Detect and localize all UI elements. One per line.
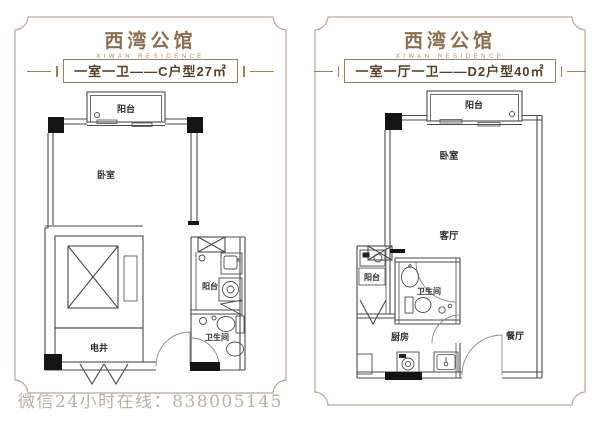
room-label-utility-shaft: 电井: [90, 342, 108, 353]
shower-icon: [438, 306, 446, 314]
brand-subtitle: XIWAN RESIDENCE: [96, 54, 205, 60]
room-label-kitchen: 厨房: [391, 331, 409, 342]
unit-title-row-d2: 一室一厅一卫——D2户型40㎡: [314, 59, 586, 83]
kitchen-sink-icon: [433, 351, 459, 373]
room-label-balcony-top: 阳台: [117, 103, 135, 114]
fixtures: [356, 111, 515, 375]
room-label-balcony-side: 阳台: [202, 281, 218, 291]
cabinet-icon: [356, 353, 373, 375]
room-label-bathroom: 卫生间: [417, 286, 441, 296]
title-tick-right: [560, 65, 563, 77]
floorplan-drawing-d2: 阳台 卧室 客厅 阳台 卫生间 厨房 餐厅: [356, 90, 543, 380]
brand-logo: 西湾公馆: [403, 31, 496, 52]
toilet-icon: [414, 297, 432, 313]
walls: [44, 91, 246, 386]
unit-title-d2: 一室一厅一卫——D2户型40㎡: [344, 59, 556, 83]
brand-block: 西湾公馆 XIWAN RESIDENCE: [14, 26, 287, 60]
unit-title-c: 一室一卫——C户型27㎡: [63, 59, 238, 83]
door-arcs: [155, 331, 220, 367]
mop-basin-icon: [219, 299, 243, 316]
walls: [356, 90, 543, 379]
columns: [44, 117, 220, 371]
title-rule-left: [27, 70, 52, 72]
room-label-balcony-side: 阳台: [364, 272, 380, 282]
room-label-dining-room: 餐厅: [505, 330, 524, 341]
room-label-bedroom: 卧室: [439, 150, 459, 162]
room-label-bathroom: 卫生间: [205, 332, 229, 342]
title-rule-right: [249, 70, 274, 72]
floorplan-card-c: 西湾公馆 XIWAN RESIDENCE 一室一卫——C户型27㎡: [14, 16, 287, 394]
card-frame: [314, 16, 586, 406]
toilet-icon: [216, 316, 236, 332]
brand-block: 西湾公馆 XIWAN RESIDENCE: [314, 26, 586, 60]
toilet-tank-icon: [404, 296, 414, 314]
room-label-balcony-top: 阳台: [465, 99, 483, 110]
toilet-tank-icon: [235, 315, 245, 334]
brand-subtitle: XIWAN RESIDENCE: [395, 54, 505, 60]
title-rule-left: [314, 70, 333, 72]
room-label-living-room: 客厅: [438, 230, 459, 242]
sink-counter-icon: [220, 252, 243, 275]
shower-icon: [199, 317, 207, 325]
title-tick-left: [56, 65, 59, 77]
basin-icon: [226, 341, 244, 357]
columns: [385, 113, 422, 380]
basin-icon: [401, 266, 419, 288]
card-frame: [14, 16, 287, 394]
fixtures: [94, 112, 245, 357]
door-arcs: [415, 261, 503, 376]
brand-logo: 西湾公馆: [104, 31, 197, 52]
drain-icon: [94, 112, 100, 118]
unit-title-row-c: 一室一卫——C户型27㎡: [14, 59, 287, 83]
drain-icon: [509, 111, 515, 117]
title-rule-right: [567, 70, 586, 72]
title-tick-right: [242, 65, 245, 77]
floorplan-drawing-c: 阳台 卧室 电井 阳台 卫生间: [44, 91, 246, 386]
floorplan-card-d2: 西湾公馆 XIWAN RESIDENCE 一室一厅一卫——D2户型40㎡: [314, 16, 586, 406]
washer-icon: [218, 277, 243, 302]
washer-icon: [359, 249, 386, 267]
title-tick-left: [337, 65, 340, 77]
room-label-bedroom: 卧室: [97, 169, 115, 180]
watermark-text: 微信24小时在线：838005145: [18, 392, 283, 412]
